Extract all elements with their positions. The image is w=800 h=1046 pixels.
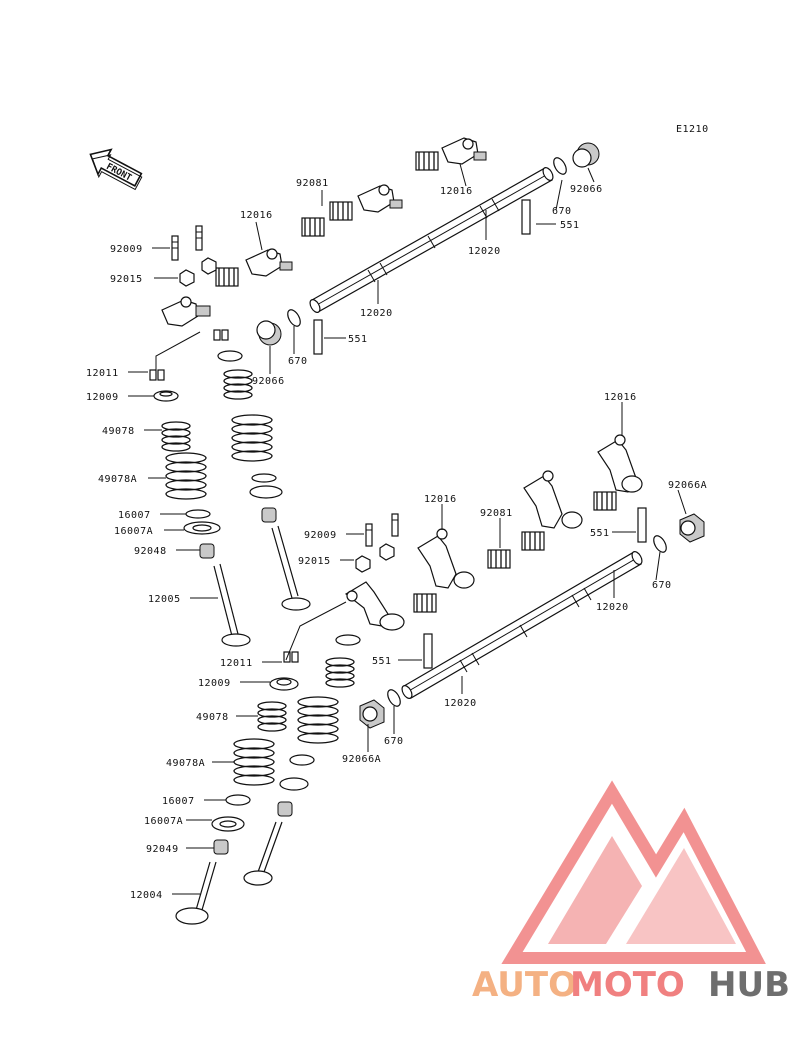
logo-text-moto: MOTO — [570, 965, 685, 1005]
spring-92081-lower-a — [593, 491, 617, 511]
pin-551-upper-left — [313, 319, 323, 355]
label-92066A-bot-left: 92066A — [342, 754, 381, 765]
spring-92081-upper-c — [301, 217, 325, 237]
label-16007-top: 16007 — [118, 510, 151, 521]
label-551-top-left: 551 — [348, 334, 368, 345]
label-92081-top: 92081 — [296, 178, 329, 189]
label-12020-bot-lower: 12020 — [444, 698, 477, 709]
label-551-top-right: 551 — [560, 220, 580, 231]
label-92048: 92048 — [134, 546, 167, 557]
pin-551-lower-right — [637, 507, 647, 543]
label-49078A-bot: 49078A — [166, 758, 205, 769]
shaft-cap-92066-left — [256, 309, 301, 346]
label-92015-top: 92015 — [110, 274, 143, 285]
label-92081-bot: 92081 — [480, 508, 513, 519]
shaft-cap-92066-right — [553, 142, 600, 175]
label-12016-bot-right: 12016 — [604, 392, 637, 403]
figure-code: E1210 — [676, 124, 709, 135]
pin-551-lower-left — [423, 633, 433, 669]
label-49078A-top: 49078A — [98, 474, 137, 485]
label-12016-top-right: 12016 — [440, 186, 473, 197]
spring-92081-upper-b — [329, 201, 353, 221]
label-12009-top: 12009 — [86, 392, 119, 403]
adjust-screw-92009-upper — [171, 225, 203, 261]
front-arrow-icon: FRONT — [89, 148, 143, 191]
spring-92081-lower-d — [413, 593, 437, 613]
label-12005: 12005 — [148, 594, 181, 605]
label-551-bot-left: 551 — [372, 656, 392, 667]
valve-assembly-lower-right — [243, 634, 361, 886]
label-12020-bot-upper: 12020 — [596, 602, 629, 613]
label-12016-bot-mid: 12016 — [424, 494, 457, 505]
label-12020-top-upper: 12020 — [468, 246, 501, 257]
label-670-top-left: 670 — [288, 356, 308, 367]
label-92066A-bot-right: 92066A — [668, 480, 707, 491]
valve-assembly-upper-left — [149, 369, 251, 647]
label-12016-top-left: 12016 — [240, 210, 273, 221]
shaft-cap-92066A-right — [653, 513, 705, 553]
label-670-bot-left: 670 — [384, 736, 404, 747]
rocker-arm-lower-3 — [417, 528, 475, 589]
rocker-shaft-lower — [401, 551, 643, 699]
spring-92081-upper-d — [215, 267, 239, 287]
rocker-arm-lower-2 — [523, 470, 583, 529]
leader-lines — [128, 163, 687, 895]
label-49078-top: 49078 — [102, 426, 135, 437]
shaft-cap-92066A-left — [359, 689, 401, 729]
rocker-arm-lower-1 — [597, 434, 643, 493]
label-92049: 92049 — [146, 844, 179, 855]
label-49078-bot: 49078 — [196, 712, 229, 723]
label-92009-bot: 92009 — [304, 530, 337, 541]
label-92015-bot: 92015 — [298, 556, 331, 567]
label-670-top-right: 670 — [552, 206, 572, 217]
label-12009-bot: 12009 — [198, 678, 231, 689]
label-92066-top: 92066 — [570, 184, 603, 195]
lock-nut-92015-upper — [179, 257, 217, 287]
rocker-arm-upper-4 — [161, 296, 211, 327]
spring-92081-lower-b — [521, 531, 545, 551]
lock-nut-92015-lower — [355, 543, 395, 573]
rocker-arm-upper-3 — [245, 248, 293, 277]
label-16007A-bot: 16007A — [144, 816, 183, 827]
valve-assembly-lower-left — [175, 651, 299, 925]
rocker-arm-lower-4 — [344, 581, 405, 631]
valve-assembly-upper-right — [213, 329, 311, 611]
rocker-arm-upper-1 — [441, 137, 487, 165]
label-16007-bot: 16007 — [162, 796, 195, 807]
label-12011-bot: 12011 — [220, 658, 253, 669]
logo-text-hub: HUB — [708, 965, 790, 1005]
label-12020-top-lower: 12020 — [360, 308, 393, 319]
label-12011-top: 12011 — [86, 368, 119, 379]
spring-92081-upper-a — [415, 151, 439, 171]
pin-551-upper-right — [521, 199, 531, 235]
label-16007A-top: 16007A — [114, 526, 153, 537]
label-670-bot-right: 670 — [652, 580, 672, 591]
label-551-bot-right: 551 — [590, 528, 610, 539]
adjust-screw-92009-lower — [365, 513, 399, 547]
spring-92081-lower-c — [487, 549, 511, 569]
rocker-shaft-upper — [309, 167, 554, 313]
logo-text-auto: AUTO — [472, 965, 577, 1005]
rocker-arm-upper-2 — [357, 184, 403, 213]
label-12004: 12004 — [130, 890, 163, 901]
label-92066-top-left: 92066 — [252, 376, 285, 387]
automotohub-logo — [501, 780, 766, 964]
label-92009-top: 92009 — [110, 244, 143, 255]
